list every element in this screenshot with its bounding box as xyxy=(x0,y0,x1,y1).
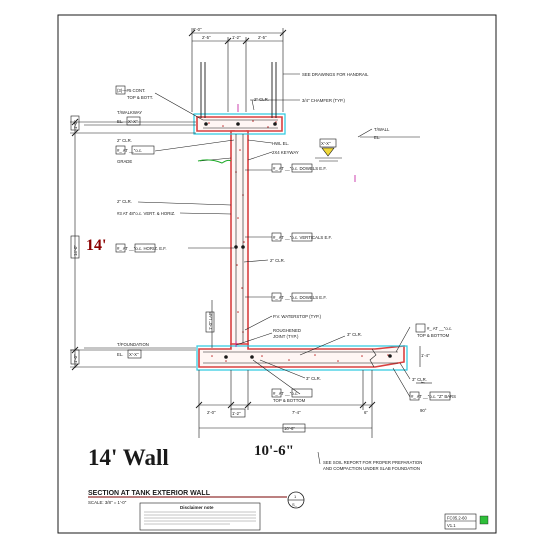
section-title: SECTION AT TANK EXTERIOR WALL xyxy=(88,490,211,497)
marker-top: 1 xyxy=(294,494,297,499)
sheet-code: FC05.2-60 xyxy=(447,516,467,521)
note-cont-1: (3)—#5 CONT. xyxy=(117,88,145,93)
scale-label: SCALE: 3/8" = 1'-0" xyxy=(88,500,127,505)
note-bar-bottom-2: TOP & BOTTOM xyxy=(273,398,306,403)
note-dowels-low: #_ AT __"o.c. DOWELS E.F. xyxy=(273,295,327,300)
el-box-hwl: X'-X" xyxy=(321,141,331,146)
note-soil-2: AND COMPACTION UNDER SLAB FOUNDATION xyxy=(323,466,420,471)
dim-bottom-overall: 10'-6" xyxy=(284,426,295,431)
sheet-version: V1.1 xyxy=(447,523,456,528)
dim-right-small: 1'-4" xyxy=(421,353,430,358)
note-foundation-1: T/FOUNDATION xyxy=(117,342,149,347)
note-waterstop: P.V. WATERSTOP (TYP.) xyxy=(273,314,322,319)
note-bar-right: #_ AT __"o.c. xyxy=(427,326,452,331)
note-t-wall-2: EL. xyxy=(374,135,380,140)
status-square xyxy=(479,515,489,525)
note-chamfer: 3/4" CHAMFER (TYP.) xyxy=(302,98,346,103)
note-clr-lower: 2" CLR. xyxy=(270,258,285,263)
handrail xyxy=(200,62,277,118)
note-clr-mid: 2" CLR. xyxy=(117,199,132,204)
note-z-bars: #_ AT __"o.c. "Z" BARS xyxy=(411,394,456,399)
dim-bottom-left: 2'-0" xyxy=(207,410,216,415)
sheet-code-box: FC05.2-60 V1.1 xyxy=(444,513,489,530)
break-symbols xyxy=(369,348,432,384)
note-foundation-2: EL. xyxy=(117,352,123,357)
main-title: 14' Wall xyxy=(88,445,169,470)
sheet-border xyxy=(57,14,497,534)
note-soil-1: SEE SOIL REPORT FOR PROPER PREPARATION xyxy=(323,460,422,465)
disclaimer-title: Disclaimer note xyxy=(180,505,214,510)
note-handrail: SEE DRAWINGS FOR HANDRAIL xyxy=(302,72,369,77)
note-t-wall-1: T/WALL xyxy=(374,127,390,132)
dim-bottom-end: 6" xyxy=(364,410,368,415)
note-clr-top: 2" CLR. xyxy=(254,97,269,102)
dim-top-mid: 1'-2" xyxy=(232,35,241,40)
note-clr-right: 3" CLR. xyxy=(347,332,362,337)
note-cont-2: TOP & BOTT. xyxy=(127,95,153,100)
dim-lap: 1'-0" LAP xyxy=(208,312,213,330)
note-walkway-1: T/WALKWAY xyxy=(117,110,142,115)
note-dowels-top: #_ AT __"o.c. DOWELS E.F. xyxy=(273,166,327,171)
disclaimer-box: Disclaimer note xyxy=(139,502,261,531)
width-callout: 10'-6" xyxy=(254,443,294,459)
notes-text: 6'-0" 2'-5" 1'-2" 2'-5" SEE DRAWINGS FOR… xyxy=(117,27,456,471)
bar-tags xyxy=(70,85,451,433)
note-clr-left: 2" CLR. xyxy=(117,138,132,143)
dim-left-top: 1'-0" xyxy=(73,120,78,129)
note-bar-48: #3 AT 48"o.c. VERT. & HORIZ. xyxy=(117,211,175,216)
leader-lines xyxy=(137,73,411,465)
section-marker: 1 S_ xyxy=(287,491,305,509)
dim-left-bottom: 1'-0" xyxy=(73,354,78,363)
note-roughened-2: JOINT (TYP.) xyxy=(273,334,299,339)
dim-bottom-right: 7'-4" xyxy=(292,410,301,415)
dim-bottom-mid: 1'-2" xyxy=(232,411,241,416)
el-box-foundation: X'-X" xyxy=(129,352,139,357)
dim-top-left: 2'-5" xyxy=(202,35,211,40)
note-grade: GRADE xyxy=(117,159,132,164)
dim-left-height: 14'-0" xyxy=(73,245,78,256)
note-small-tag: 90° xyxy=(420,408,427,413)
note-clr-bottom: 3" CLR. xyxy=(306,376,321,381)
note-verticals: #_ AT __"o.c. VERTICALS E.F. xyxy=(273,235,332,240)
note-walkway-2: EL. xyxy=(117,119,123,124)
hwl-symbol xyxy=(315,147,342,162)
note-roughened-1: ROUGHENED xyxy=(273,328,301,333)
vertical-dims: 1'-0" 14'-0" 1'-0" 1'-0" LAP xyxy=(73,120,213,363)
dimension-ticks xyxy=(71,29,376,409)
grade-line xyxy=(197,159,232,164)
concrete-section xyxy=(193,113,408,371)
note-clr-right2: 3" CLR. xyxy=(412,377,427,382)
magenta-marks xyxy=(235,104,356,347)
note-bar-bottom: #_ AT __"o.c. xyxy=(273,391,298,396)
note-bar-left: #_ AT __"o.c. xyxy=(117,148,142,153)
el-box-walkway: X'-X" xyxy=(128,119,138,124)
dim-top-right: 2'-5" xyxy=(258,35,267,40)
marker-bottom: S_ xyxy=(292,502,298,507)
note-hwl: HWL EL. xyxy=(272,141,289,146)
height-callout: 14' xyxy=(86,237,106,254)
note-keyway: 2X4 KEYWAY xyxy=(272,150,299,155)
dim-top-overall: 6'-0" xyxy=(193,27,202,32)
note-bar-right-2: TOP & BOTTOM xyxy=(417,333,450,338)
note-horiz: #_ AT __"o.c. HORIZ. E.F. xyxy=(117,246,167,251)
